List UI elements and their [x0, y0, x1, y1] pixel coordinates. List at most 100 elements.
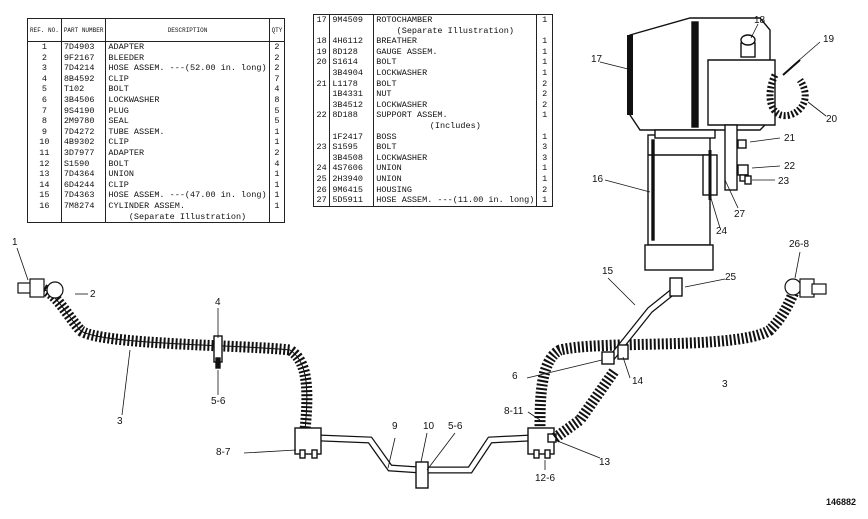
row-description: BOLT	[105, 158, 270, 170]
row-description: BOLT	[373, 142, 538, 153]
callout-25: 25	[725, 272, 737, 283]
row-qty: 1	[542, 57, 548, 68]
row-description: CLIP	[105, 73, 270, 85]
row-part-number	[329, 25, 375, 37]
callout-13: 13	[599, 457, 611, 468]
document-id: 146882	[825, 497, 856, 507]
row-ref-no: 6	[27, 94, 62, 106]
row-description: LOCKWASHER	[373, 67, 538, 79]
row-qty: 1	[274, 190, 280, 201]
header-description: DESCRIPTION	[105, 18, 270, 42]
row-part-number: 1F2417	[329, 131, 375, 143]
coupler-left	[17, 278, 64, 299]
row-description: GAUGE ASSEM.	[373, 46, 538, 58]
row-qty: 2	[274, 52, 280, 63]
row-ref-no	[313, 67, 331, 79]
callout-23: 23	[778, 176, 790, 187]
row-qty: 1	[542, 195, 548, 206]
row-description: BOLT	[373, 57, 538, 68]
row-qty: 1	[542, 163, 548, 174]
row-part-number: 7D4272	[61, 126, 107, 138]
coupler-right	[784, 278, 827, 298]
row-part-number: L1178	[329, 78, 375, 90]
callout-19: 19	[823, 34, 835, 45]
row-ref-no	[313, 131, 331, 143]
row-description: BLEEDER	[105, 52, 270, 64]
row-ref-no: 26	[313, 184, 331, 196]
row-ref-no: 27	[313, 195, 331, 207]
row-qty: 7	[274, 73, 280, 84]
row-ref-no: 2	[27, 52, 62, 64]
row-description: UNION	[373, 163, 538, 174]
row-description: HOSE ASSEM. ---(52.00 in. long)	[105, 63, 270, 74]
row-description: LOCKWASHER	[105, 94, 270, 106]
row-qty: 2	[542, 89, 548, 100]
row-part-number: 1B4331	[329, 89, 375, 100]
row-description: (Includes)	[373, 120, 538, 132]
callout-1: 1	[12, 237, 18, 248]
row-qty: 2	[274, 42, 280, 52]
row-part-number: 3B4512	[329, 99, 375, 111]
row-ref-no: 17	[313, 14, 331, 26]
row-description: LOCKWASHER	[373, 99, 538, 111]
callout-5-6-left: 5-6	[211, 396, 226, 407]
callout-4: 4	[215, 297, 221, 308]
row-description: BOLT	[105, 84, 270, 95]
row-part-number: 2H3940	[329, 173, 375, 185]
row-ref-no: 21	[313, 78, 331, 90]
row-part-number: 2M9780	[61, 116, 107, 127]
row-qty: 1	[274, 179, 280, 190]
row-part-number: 7D4903	[61, 41, 107, 53]
row-ref-no: 16	[27, 200, 62, 212]
row-part-number: 3B4506	[61, 94, 107, 106]
row-part-number: 7D4214	[61, 63, 107, 74]
row-ref-no	[313, 25, 331, 37]
row-description: SUPPORT ASSEM.	[373, 110, 538, 121]
row-part-number: 9M6415	[329, 184, 375, 196]
row-ref-no: 19	[313, 46, 331, 58]
table-row: (Includes)	[313, 120, 553, 132]
callout-24: 24	[716, 226, 728, 237]
row-ref-no: 18	[313, 36, 331, 47]
header-ref-no: REF. NO.	[27, 18, 62, 42]
row-ref-no: 1	[27, 41, 62, 53]
row-part-number	[329, 120, 375, 132]
callout-20: 20	[826, 114, 838, 125]
row-description: ADAPTER	[105, 41, 270, 53]
callout-5-6-center: 5-6	[448, 421, 463, 432]
callout-12-6: 12-6	[535, 473, 556, 484]
row-ref-no: 11	[27, 147, 62, 159]
row-part-number: 5D5911	[329, 195, 375, 207]
row-qty: 1	[542, 131, 548, 142]
row-description: BREATHER	[373, 36, 538, 47]
row-description: PLUG	[105, 105, 270, 117]
callout-3-right: 3	[722, 379, 728, 390]
row-description: CYLINDER ASSEM.	[105, 200, 270, 212]
hose-right	[534, 287, 800, 431]
row-part-number	[61, 211, 107, 223]
callout-10: 10	[423, 421, 435, 432]
callout-9: 9	[392, 421, 398, 432]
row-part-number: 3D7977	[61, 147, 107, 159]
row-ref-no: 22	[313, 110, 331, 121]
row-description: (Separate Illustration)	[105, 211, 270, 223]
callout-8-11: 8-11	[504, 406, 524, 417]
row-part-number: 9S4190	[61, 105, 107, 117]
row-description: LOCKWASHER	[373, 152, 538, 164]
row-qty: 1	[274, 200, 280, 211]
